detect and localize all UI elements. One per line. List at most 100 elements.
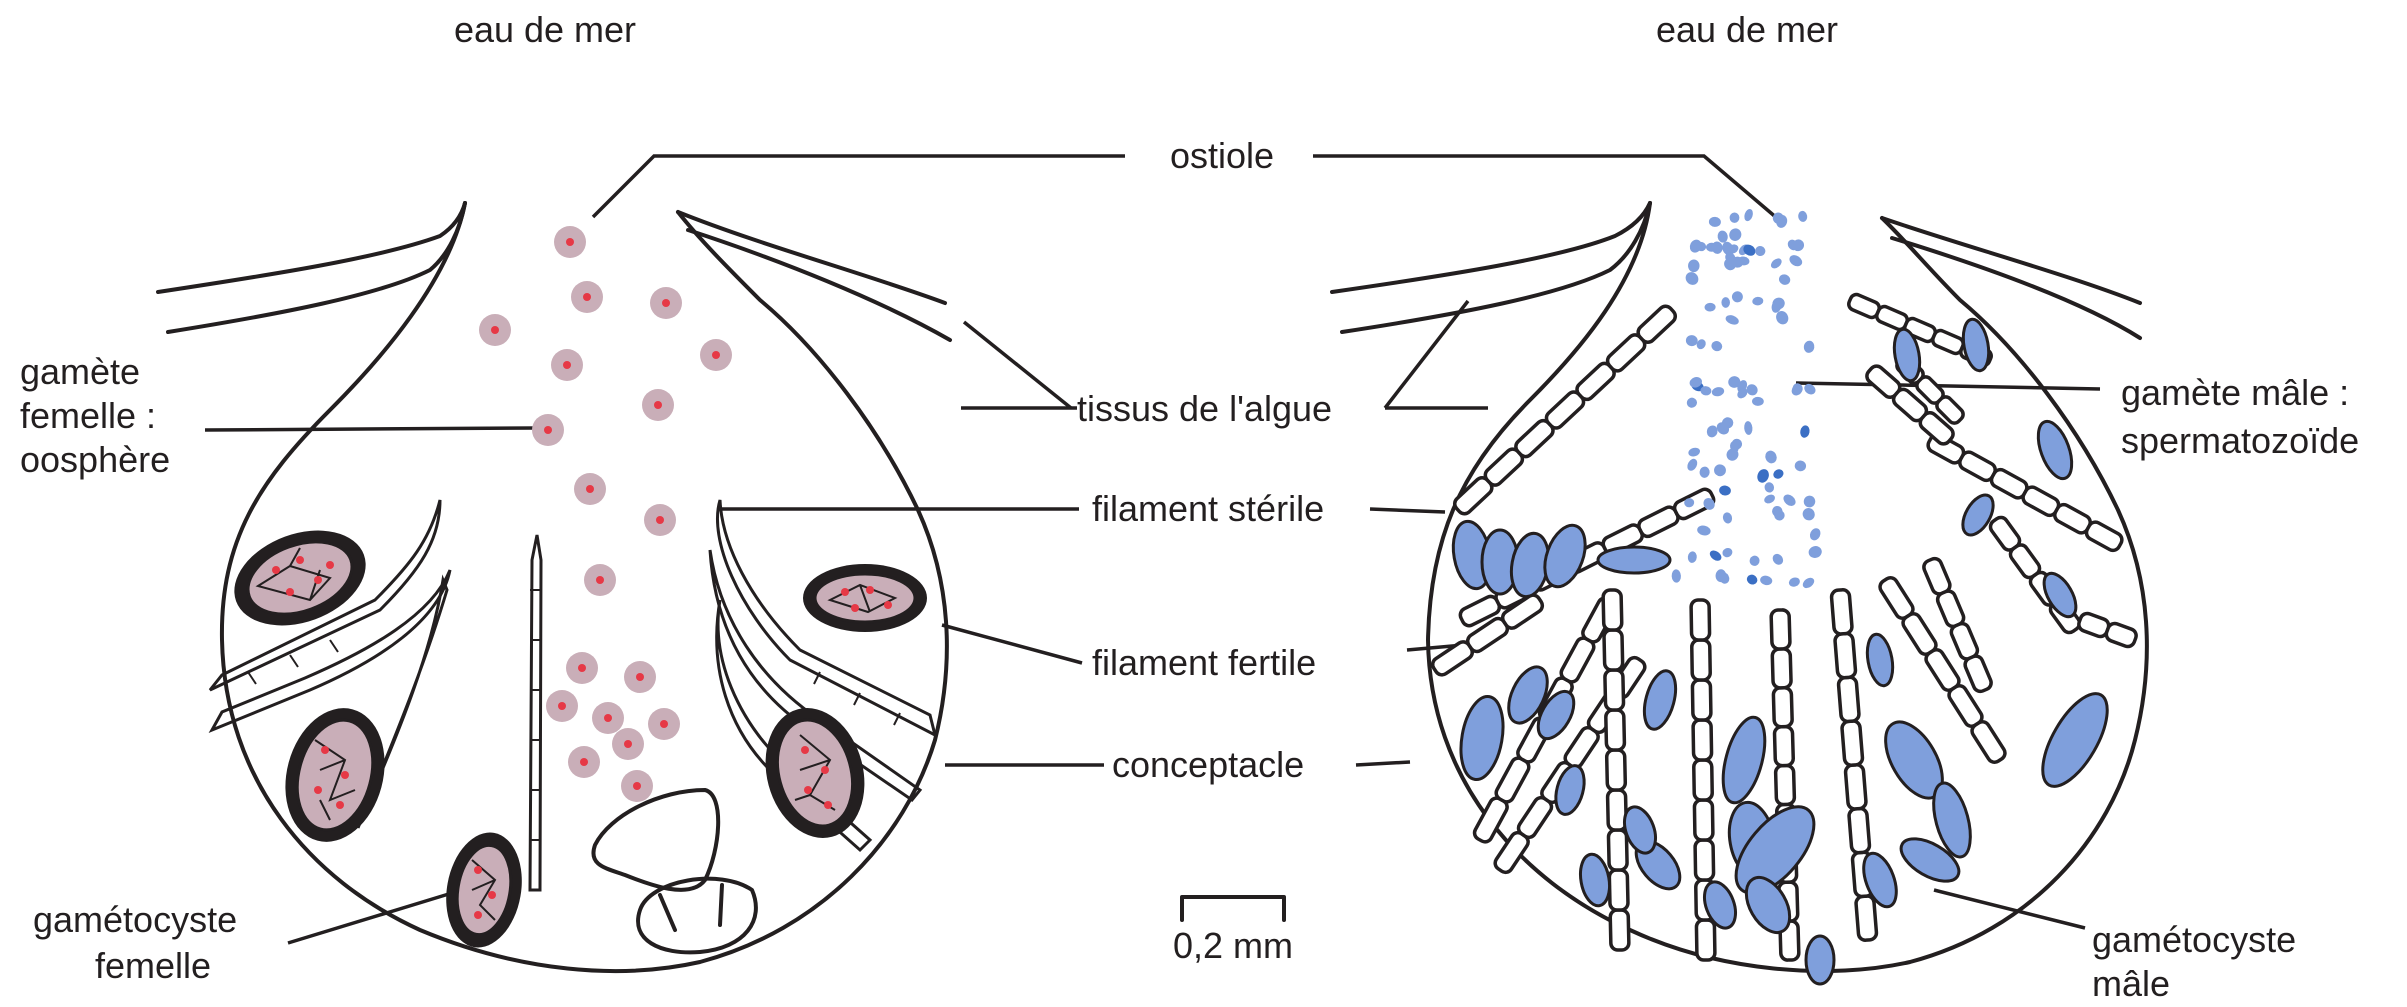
oosphere <box>566 652 598 684</box>
filament-cell <box>2104 622 2138 649</box>
spermatozoid <box>1687 551 1697 563</box>
spermatozoid <box>1800 506 1817 523</box>
filament-cell <box>1771 610 1790 649</box>
oosphere <box>644 504 676 536</box>
spermatozoid <box>1722 511 1733 524</box>
spermatozoid <box>1787 253 1804 269</box>
spermatozoid <box>1788 576 1802 588</box>
spermatozoid <box>1696 524 1711 536</box>
oosphere <box>479 314 511 346</box>
female-conceptacle <box>158 203 950 971</box>
spermatozoid <box>1687 446 1701 457</box>
label-seawater-left: eau de mer <box>454 9 636 50</box>
filament-cell <box>1838 677 1859 722</box>
spermatozoid <box>1772 467 1786 480</box>
label-male-gametocyst-2: mâle <box>2092 963 2170 1002</box>
oosphere <box>571 281 603 313</box>
filament-cell <box>1605 670 1624 710</box>
spermatozoid <box>1754 245 1767 258</box>
filament-cell <box>1608 830 1627 870</box>
spermatozoid <box>1721 297 1730 308</box>
filament-cell <box>1695 840 1714 880</box>
oosphere <box>700 339 732 371</box>
female-gametocyst <box>803 564 927 632</box>
oosphere <box>584 564 616 596</box>
label-female-gametocyst-1: gamétocyste <box>33 899 237 940</box>
filament-cell <box>1691 600 1710 640</box>
spermatozoid <box>1777 273 1792 287</box>
female-gametocyst <box>437 826 530 953</box>
spermatozoid <box>1748 554 1761 567</box>
spermatozoid <box>1683 270 1701 288</box>
filament-cell <box>1693 720 1712 760</box>
filament-cell <box>1849 808 1870 853</box>
male-gametocyst <box>1639 667 1682 732</box>
oosphere <box>551 349 583 381</box>
oosphere <box>592 702 624 734</box>
filament-cell <box>1606 710 1625 750</box>
label-male-gamete-1: gamète mâle : <box>2121 372 2349 413</box>
filament-cell <box>1694 760 1713 800</box>
spermatozoid <box>1752 296 1764 305</box>
spermatozoid <box>1799 425 1810 439</box>
spermatozoid <box>1743 208 1754 222</box>
filament-cell <box>1604 630 1623 670</box>
spermatozoid <box>1699 466 1710 478</box>
spermatozoid <box>1671 569 1681 583</box>
spermatozoid <box>1724 313 1740 326</box>
filament-cell <box>1845 764 1866 809</box>
oosphere <box>554 226 586 258</box>
filament-cell <box>1635 303 1678 345</box>
filament-cell <box>1603 590 1622 630</box>
oosphere <box>568 746 600 778</box>
spermatozoid <box>1745 573 1759 586</box>
spermatozoid <box>1794 460 1807 472</box>
spermatozoid <box>1688 259 1700 272</box>
label-algae-tissue: tissus de l'algue <box>1077 388 1332 429</box>
spermatozoid <box>1802 494 1816 508</box>
label-female-gamete-3: oosphère <box>20 439 170 480</box>
oosphere <box>546 690 578 722</box>
oosphere <box>612 728 644 760</box>
spermatozoid <box>1797 210 1808 222</box>
male-gametocyst <box>1806 936 1834 984</box>
filament-cell <box>2084 520 2124 553</box>
scale-bar <box>1182 897 1284 920</box>
spermatozoid <box>1685 334 1699 347</box>
spermatozoid <box>1808 526 1822 542</box>
label-female-gamete-2: femelle : <box>20 395 156 436</box>
spermatozoid <box>1718 485 1731 497</box>
oosphere <box>642 389 674 421</box>
label-fertile-filament: filament fertile <box>1092 642 1316 683</box>
spermatozoid <box>1807 545 1823 560</box>
spermatozoid <box>1708 548 1723 563</box>
filament-cell <box>1842 721 1863 766</box>
spermatozoid <box>1752 397 1764 406</box>
label-female-gamete-1: gamète <box>20 351 140 392</box>
spermatozoid <box>1759 575 1773 587</box>
spermatozoid <box>1727 226 1743 243</box>
filament-cell <box>1609 870 1628 910</box>
filament-cell <box>1831 589 1852 634</box>
label-male-gametocyst-1: gamétocyste <box>2092 919 2296 960</box>
spermatozoid <box>1731 291 1743 303</box>
spermatozoid <box>1763 481 1776 494</box>
spermatozoid-group <box>1671 208 1823 590</box>
label-conceptacle: conceptacle <box>1112 744 1304 785</box>
oosphere <box>624 661 656 693</box>
filament-cell <box>1773 688 1792 727</box>
spermatozoid <box>1790 237 1807 254</box>
spermatozoid <box>1763 449 1778 465</box>
spermatozoid <box>1781 492 1798 508</box>
filament-cell <box>1835 633 1856 678</box>
filament-cell <box>1856 896 1877 941</box>
male-gametocyst <box>1715 713 1773 807</box>
filament-cell <box>1696 920 1715 960</box>
female-gametocyst <box>752 697 879 849</box>
filament-cell <box>1774 726 1793 765</box>
spermatozoid <box>1709 216 1722 227</box>
spermatozoid <box>1685 396 1699 409</box>
oosphere <box>648 708 680 740</box>
filament-cell <box>1607 750 1626 790</box>
